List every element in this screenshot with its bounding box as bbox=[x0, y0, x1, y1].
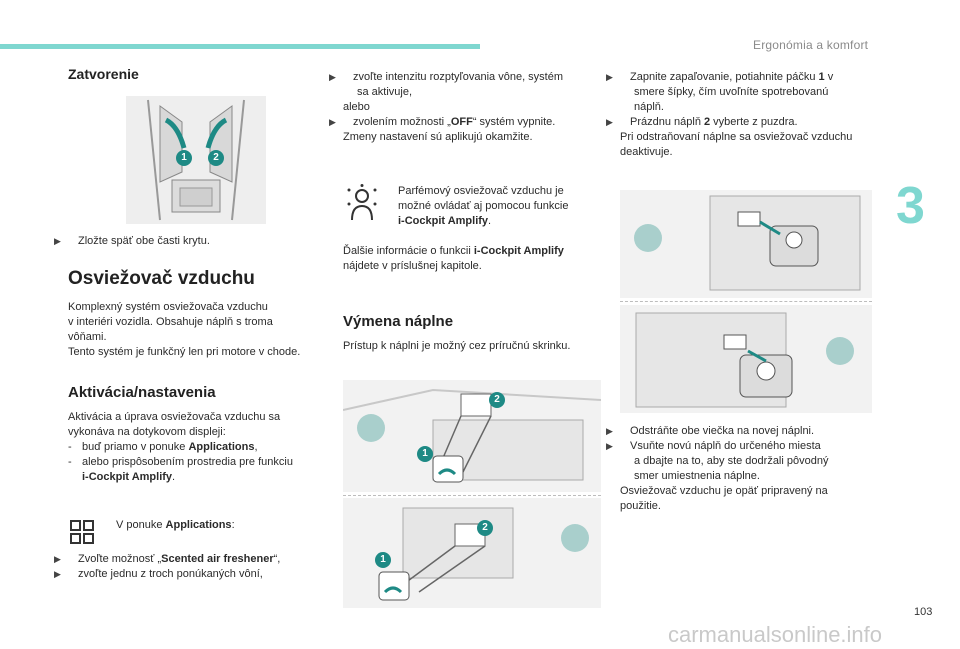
page-number: 103 bbox=[914, 606, 933, 618]
illustration-refill-removal bbox=[620, 190, 872, 298]
marker-2: 2 bbox=[477, 520, 493, 536]
menu-applications-text: V ponuke Applications: bbox=[116, 519, 235, 531]
bullet-icon: ▶ bbox=[606, 117, 613, 127]
steering-wheel-icon bbox=[634, 224, 662, 252]
col3-steps-bottom: ▶Odstráňte obe viečka na novej náplni. ▶… bbox=[606, 425, 829, 512]
separator bbox=[620, 301, 872, 302]
refill-removal-drawing bbox=[620, 190, 872, 298]
zatvorenie-step: ▶Zložte späť obe časti krytu. bbox=[54, 235, 210, 247]
refill-insert-drawing bbox=[620, 305, 872, 413]
glovebox-drawing-2 bbox=[343, 498, 601, 608]
heading-aktivacia: Aktivácia/nastavenia bbox=[68, 384, 216, 401]
bullet-icon: ▶ bbox=[329, 117, 336, 127]
steering-wheel-icon bbox=[561, 524, 589, 552]
marker-1: 1 bbox=[176, 150, 192, 166]
glovebox-drawing-1 bbox=[343, 380, 601, 492]
note-i-cockpit: Parfémový osviežovač vzduchu je možné ov… bbox=[398, 185, 569, 227]
steering-wheel-icon bbox=[826, 337, 854, 365]
heading-zatvorenie: Zatvorenie bbox=[68, 66, 139, 82]
marker-1: 1 bbox=[375, 552, 391, 568]
separator bbox=[343, 495, 601, 496]
i-cockpit-person-icon bbox=[346, 184, 378, 224]
bullet-icon: ▶ bbox=[54, 569, 61, 579]
illustration-glovebox-2: 2 1 bbox=[343, 498, 601, 608]
bullet-icon: ▶ bbox=[54, 236, 61, 246]
applications-grid-icon bbox=[70, 520, 94, 544]
illustration-console-cover: 1 2 bbox=[126, 96, 266, 224]
col3-steps-top: ▶Zapnite zapaľovanie, potiahnite páčku 1… bbox=[606, 71, 853, 158]
illustration-refill-insert bbox=[620, 305, 872, 413]
heading-vymena: Výmena náplne bbox=[343, 313, 454, 330]
marker-2: 2 bbox=[208, 150, 224, 166]
watermark: carmanualsonline.info bbox=[668, 622, 883, 647]
illustration-glovebox-1: 2 1 bbox=[343, 380, 601, 492]
col1-steps: ▶Zvoľte možnosť „Scented air freshener“,… bbox=[54, 553, 281, 580]
heading-osviezovac: Osviežovač vzduchu bbox=[68, 268, 255, 289]
osviezovac-intro: Komplexný systém osviežovača vzduchu v i… bbox=[68, 301, 301, 358]
col2-steps: ▶zvoľte intenzitu rozptyľovania vône, sy… bbox=[329, 71, 564, 143]
chapter-number: 3 bbox=[896, 177, 925, 235]
bullet-icon: ▶ bbox=[606, 441, 613, 451]
steering-wheel-icon bbox=[357, 414, 385, 442]
aktivacia-text: Aktivácia a úprava osviežovača vzduchu s… bbox=[68, 411, 293, 483]
bullet-icon: ▶ bbox=[54, 554, 61, 564]
console-cover-drawing bbox=[126, 96, 266, 224]
marker-1: 1 bbox=[417, 446, 433, 462]
dalsie-info: Ďalšie informácie o funkcii i-Cockpit Am… bbox=[343, 245, 564, 272]
header-accent-bar bbox=[0, 44, 480, 49]
marker-2: 2 bbox=[489, 392, 505, 408]
bullet-icon: ▶ bbox=[606, 72, 613, 82]
vymena-text: Prístup k náplni je možný cez príručnú s… bbox=[343, 340, 571, 352]
bullet-icon: ▶ bbox=[329, 72, 336, 82]
section-title: Ergonómia a komfort bbox=[753, 38, 869, 52]
bullet-icon: ▶ bbox=[606, 426, 613, 436]
